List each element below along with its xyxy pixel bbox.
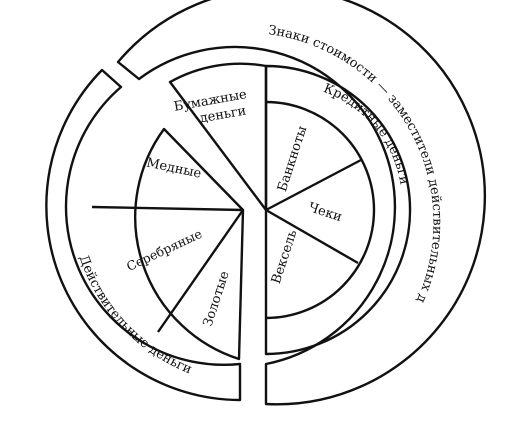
divider-silver-gold (157, 209, 244, 333)
paper-money-sector (168, 62, 268, 212)
value-signs-outer-ring (116, 0, 487, 406)
banknotes-label: Банкноты (275, 124, 310, 193)
real-money-outer-ring (45, 68, 242, 402)
credit-inner-circle (265, 100, 376, 320)
cheques-label: Чеки (306, 200, 343, 225)
metal-money-wedge (134, 127, 245, 361)
bill-label: Вексель (269, 228, 300, 286)
credit-money-region (264, 64, 412, 356)
divider-cheques-bill (265, 208, 359, 265)
gold-label: Золотые (201, 269, 233, 328)
divider-copper-silver (91, 205, 244, 212)
paper-money-label: Бумажные деньги (173, 86, 255, 130)
divider-banknotes-cheques (265, 158, 362, 212)
